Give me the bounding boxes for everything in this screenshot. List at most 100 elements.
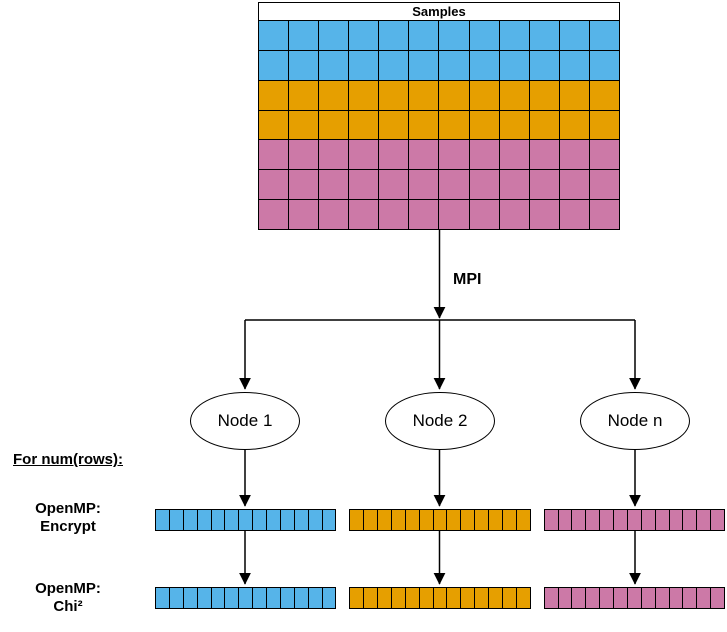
bar-cell [293, 510, 308, 530]
bar-cell [710, 588, 725, 608]
node-2-label: Node 2 [412, 411, 468, 430]
samples-cell [288, 200, 319, 230]
bar-cell [418, 510, 433, 530]
bar-cell [238, 510, 253, 530]
bar-cell [279, 510, 294, 530]
bar-cell [460, 510, 475, 530]
bar-cell [474, 510, 489, 530]
samples-cell [348, 110, 379, 140]
encrypt-bar-blue [155, 509, 337, 531]
samples-cell [558, 110, 589, 140]
samples-table: Samples [258, 2, 620, 230]
bar-cell [377, 510, 391, 530]
bar-cell [321, 588, 336, 608]
samples-cell [588, 110, 619, 140]
for-num-rows-label: For num(rows): [13, 451, 123, 468]
samples-cell [348, 80, 379, 110]
samples-table-title: Samples [259, 3, 619, 21]
bar-cell [668, 588, 683, 608]
samples-cell [558, 50, 589, 80]
encrypt-bar-pink [543, 509, 725, 531]
samples-cell [498, 140, 529, 170]
bar-cell [307, 510, 322, 530]
samples-cell [288, 80, 319, 110]
samples-cell [378, 110, 409, 140]
samples-cell [468, 140, 499, 170]
bar-cell [474, 588, 489, 608]
node-2-ellipse: Node 2 [385, 392, 495, 450]
samples-cell [408, 110, 439, 140]
bar-cell [363, 510, 378, 530]
bar-cell [682, 510, 697, 530]
bar-cell [377, 588, 391, 608]
bar-cell [210, 510, 225, 530]
bar-cell [350, 588, 364, 608]
bar-cell [182, 510, 197, 530]
bar-cell [307, 588, 322, 608]
samples-cell [318, 50, 349, 80]
node-1-label: Node 1 [217, 411, 273, 430]
bar-cell [418, 588, 433, 608]
bar-cell [488, 510, 502, 530]
bar-cell [599, 588, 614, 608]
chi-bar-pink [543, 587, 725, 609]
bar-cell [224, 588, 239, 608]
bar-cell [238, 588, 253, 608]
bar-cell [613, 588, 627, 608]
bar-cell [446, 588, 461, 608]
samples-row-orange [259, 79, 619, 110]
bar-cell [696, 588, 711, 608]
samples-cell [588, 140, 619, 170]
samples-cell [468, 50, 499, 80]
samples-cell [588, 21, 619, 50]
bar-cell [321, 510, 336, 530]
samples-cell [498, 110, 529, 140]
samples-cell [378, 170, 409, 200]
samples-cell [438, 110, 469, 140]
bar-cell [488, 588, 502, 608]
openmp-chi-label-line2: Chi² [53, 598, 83, 615]
samples-cell [348, 140, 379, 170]
bar-cell [626, 510, 641, 530]
samples-cell [348, 21, 379, 50]
samples-cell [259, 140, 289, 170]
bar-cell [571, 588, 586, 608]
samples-row-orange [259, 109, 619, 140]
samples-cell [558, 140, 589, 170]
samples-row-pink [259, 139, 619, 170]
bar-cell [182, 588, 197, 608]
samples-cell [468, 110, 499, 140]
bar-cell [668, 510, 683, 530]
samples-cell [528, 80, 559, 110]
samples-cell [558, 21, 589, 50]
samples-cell [558, 80, 589, 110]
bar-cell [390, 588, 405, 608]
bar-cell [404, 588, 419, 608]
samples-cell [408, 80, 439, 110]
bar-cell [613, 510, 627, 530]
node-n-ellipse: Node n [580, 392, 690, 450]
samples-cell [528, 140, 559, 170]
openmp-chi-label: OpenMP: Chi² [8, 580, 128, 616]
samples-cell [348, 170, 379, 200]
samples-cell [438, 140, 469, 170]
bar-cell [404, 510, 419, 530]
samples-cell [498, 80, 529, 110]
openmp-chi-label-line1: OpenMP: [35, 580, 101, 597]
samples-grid [259, 21, 619, 230]
openmp-encrypt-label-line1: OpenMP: [35, 500, 101, 517]
bar-cell [156, 510, 169, 530]
samples-cell [288, 21, 319, 50]
samples-cell [318, 170, 349, 200]
bar-cell [585, 588, 600, 608]
samples-cell [408, 170, 439, 200]
bar-cell [293, 588, 308, 608]
samples-cell [468, 170, 499, 200]
mpi-label: MPI [453, 271, 482, 288]
samples-cell [259, 200, 289, 230]
samples-cell [588, 170, 619, 200]
openmp-encrypt-label: OpenMP: Encrypt [8, 500, 128, 536]
bar-cell [252, 510, 266, 530]
bar-cell [266, 510, 280, 530]
bar-cell [515, 510, 530, 530]
